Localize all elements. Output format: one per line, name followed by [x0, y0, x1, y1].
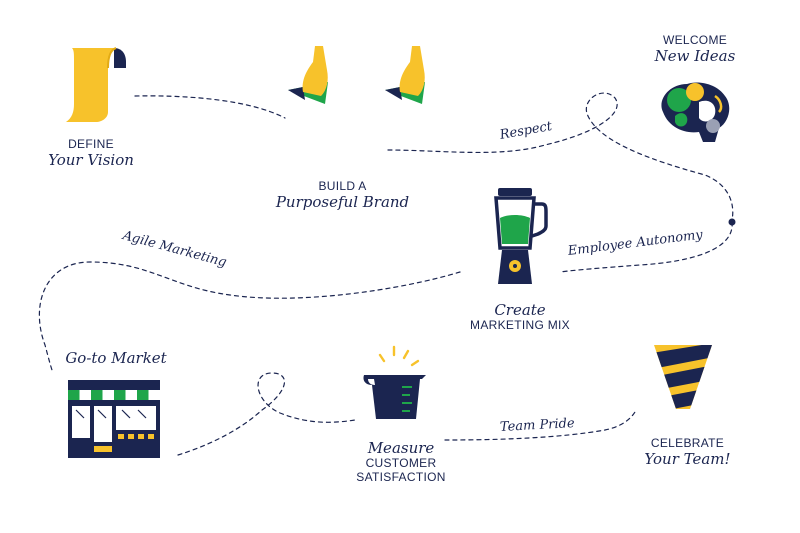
stage-welcome-script: New Ideas — [654, 46, 736, 65]
path-measure-celebrate — [444, 411, 636, 441]
party-cone-icon — [654, 345, 712, 409]
gloved-hands-icon — [288, 46, 425, 104]
stage-celebrate-script: Your Team! — [644, 449, 731, 468]
scroll-icon — [66, 47, 126, 122]
brain-icon — [661, 82, 730, 142]
stage-celebrate-caption: CELEBRATE — [650, 436, 725, 450]
stage-brand-script: Purposeful Brand — [275, 192, 410, 211]
blender-icon — [494, 188, 548, 284]
path-brand-welcome — [387, 92, 734, 221]
path-node — [728, 218, 736, 226]
stage-define-script: Your Vision — [48, 150, 134, 169]
stage-measure-caption-1: CUSTOMER — [365, 456, 437, 471]
stage-define-label: DEFINE Your Vision — [36, 137, 146, 169]
stage-measure-label: Measure CUSTOMER SATISFACTION — [345, 439, 457, 485]
path-agile — [38, 261, 461, 371]
measuring-cup-icon — [363, 345, 426, 419]
path-autonomy — [559, 221, 733, 273]
stage-create-script: Create — [494, 301, 546, 319]
stage-measure-script: Measure — [367, 439, 435, 457]
stage-goto-script: Go-to Market — [65, 349, 167, 367]
path-define-brand — [134, 95, 286, 119]
path-goto-measure — [177, 372, 356, 456]
stage-welcome-label: WELCOME New Ideas — [645, 33, 745, 65]
stage-measure-caption-2: SATISFACTION — [356, 470, 446, 485]
stage-celebrate-label: CELEBRATE Your Team! — [635, 436, 740, 468]
stage-welcome-caption: WELCOME — [662, 33, 728, 47]
stage-define-caption: DEFINE — [68, 137, 114, 151]
stage-create-caption: MARKETING MIX — [470, 318, 570, 333]
storefront-icon — [68, 380, 160, 458]
stage-create-label: Create MARKETING MIX — [460, 301, 580, 333]
stage-brand-caption: BUILD A — [318, 179, 367, 193]
stage-goto-label: Go-to Market — [52, 349, 180, 367]
stage-brand-label: BUILD A Purposeful Brand — [270, 179, 415, 211]
